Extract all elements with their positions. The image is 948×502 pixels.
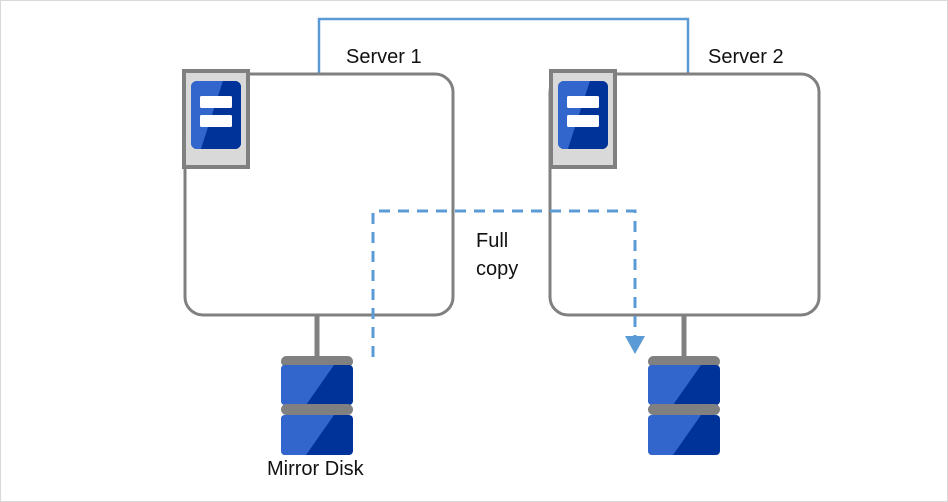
full-copy-label: Full copy — [476, 230, 519, 280]
server2-label: Server 2 — [708, 46, 784, 68]
server-icon — [549, 69, 617, 169]
disk-stack — [648, 356, 720, 455]
server1-label: Server 1 — [346, 46, 422, 68]
heartbeat-link-line — [317, 17, 690, 74]
mirror-disk-label: Mirror Disk — [267, 458, 364, 480]
server-icon — [182, 69, 250, 169]
full-copy-flow-line — [371, 209, 645, 357]
disk-stack — [281, 356, 353, 455]
